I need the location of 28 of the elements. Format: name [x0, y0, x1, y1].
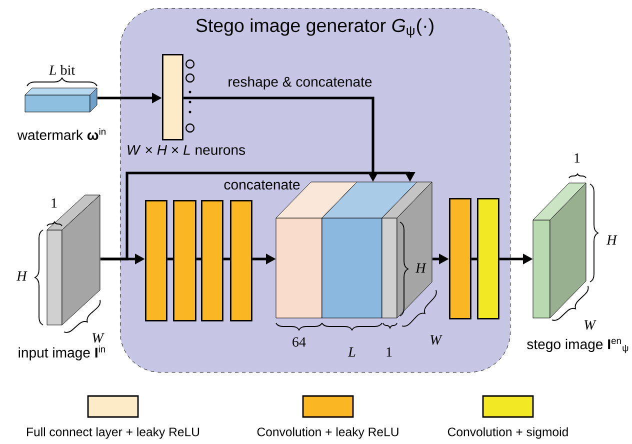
layer-bar — [449, 198, 472, 320]
legend-label: Full connect layer + leaky ReLU — [27, 427, 200, 439]
dimension-label: 1 — [52, 198, 57, 208]
dimension-label: H — [16, 271, 28, 281]
block-caption: input image I$^{in}$ — [18, 346, 105, 360]
edge-label: reshape & concatenate — [226, 75, 374, 91]
legend-label: Convolution + sigmoid — [448, 427, 568, 439]
layer-bar — [230, 200, 252, 322]
layer-bar — [201, 200, 224, 322]
block-caption: W × H × L neurons — [128, 145, 246, 155]
layer-bar — [477, 198, 500, 320]
edge-label: concatenate — [222, 179, 302, 191]
dimension-label: 64 — [292, 337, 306, 347]
dimension-label: W — [430, 335, 442, 345]
block-caption: stego image I$^{en}$ψ — [527, 338, 628, 354]
dimension-label: 1 — [574, 153, 580, 163]
arrow — [100, 171, 416, 260]
dimension-label: W — [92, 333, 104, 343]
block-caption: watermark ω$^{in}$ — [17, 128, 106, 140]
dimension-label: 1 — [386, 347, 392, 357]
layer-bar — [145, 200, 168, 322]
layer-bar — [173, 200, 196, 322]
dimension-label: H — [606, 235, 618, 245]
dimension-label: W — [584, 320, 596, 330]
dimension-label: L bit — [48, 65, 76, 75]
legend-label: Convolution + leaky ReLU — [257, 427, 398, 439]
dimension-label: L — [348, 347, 356, 357]
panel-title: Stego image generator G$_{ψ}$(·) — [196, 18, 434, 38]
